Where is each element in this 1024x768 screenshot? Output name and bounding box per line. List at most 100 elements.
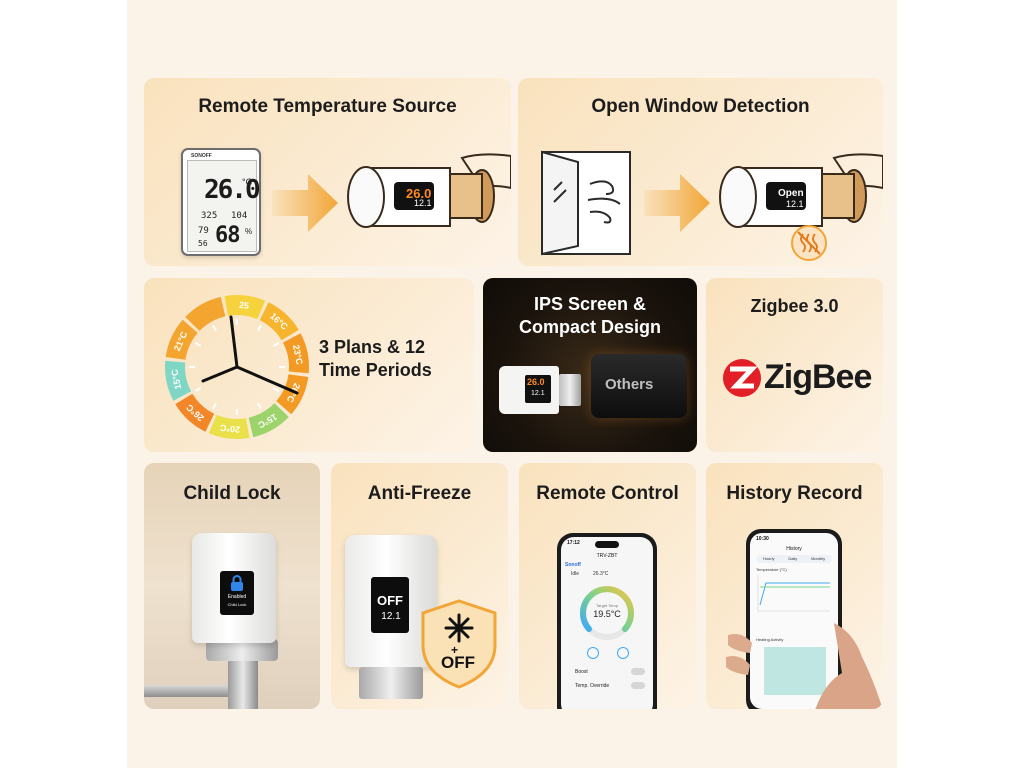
dial-hand [201, 365, 239, 383]
sonoff-valve-screen [525, 375, 551, 403]
phone-header: TRV-ZBT [596, 553, 618, 559]
remote-control-card: Remote Control 17:12 TRV-ZBT Sonoff Idle… [519, 463, 696, 709]
sensor-humidity-unit: % [245, 227, 253, 236]
history-tabs: Hourly Daily Monthly [756, 555, 832, 563]
freeze-screen-set: 12.1 [381, 611, 401, 622]
open-window-card: Open Window Detection Open 12.1 [518, 78, 883, 266]
boost-toggle[interactable] [631, 668, 645, 675]
dial-label: 20°C [219, 422, 241, 434]
phone-notch [595, 541, 619, 548]
arrow-right-icon [272, 174, 338, 232]
radiator-valve-illustration [719, 153, 883, 228]
other-valve-body [591, 354, 687, 418]
heating-chart-label: Heating Activity [756, 637, 784, 642]
radiator-pipe [144, 685, 240, 697]
dial-hand [229, 315, 239, 369]
radiator-valve-illustration [347, 153, 511, 228]
freeze-screen-off: OFF [377, 593, 403, 608]
dial-tick [212, 324, 217, 332]
sensor-humidity: 68 [215, 223, 240, 248]
target-temp-dial [580, 586, 634, 640]
lock-screen-line1: Enabled [227, 594, 247, 600]
zigbee-logo-text: ZigBee [764, 358, 872, 396]
temperature-chart-label: Temperature (°C) [756, 567, 787, 572]
sensor-brand: SONOFF [191, 153, 212, 159]
trv-display-set: 12.1 [786, 199, 804, 209]
dial-label: 15°C [169, 368, 183, 390]
app-brand: Sonoff [565, 562, 581, 568]
ips-title-line1: IPS Screen & [533, 294, 647, 314]
history-tab[interactable]: Hourly [762, 556, 775, 561]
others-label: Others [605, 376, 654, 393]
temperature-line-chart [757, 575, 830, 612]
dial-tick [212, 402, 217, 410]
ips-display-temp: 26.0 [527, 377, 545, 387]
dial-segment [248, 403, 289, 438]
dial-segment [165, 319, 198, 360]
freeze-badge-off: OFF [441, 653, 475, 672]
dial-tick [257, 402, 262, 410]
override-toggle[interactable] [631, 682, 645, 689]
hand-illustration [726, 623, 883, 709]
phone-time: 17:12 [567, 540, 580, 546]
history-title: History Record [726, 483, 863, 504]
dial-hand [235, 365, 299, 395]
freeze-badge-plus: + [451, 643, 459, 657]
remote-temperature-title: Remote Temperature Source [198, 96, 457, 117]
child-lock-title: Child Lock [183, 483, 281, 504]
sensor-small-value-1: 325 [201, 211, 218, 221]
dial-segment [276, 374, 309, 415]
dial-segment [185, 296, 226, 331]
dial-tick [272, 342, 280, 347]
zigbee-logo-icon [723, 359, 761, 397]
decrease-button[interactable] [587, 647, 599, 659]
history-tab[interactable]: Monthly [811, 556, 826, 561]
valve-screen [371, 577, 409, 633]
increase-button[interactable] [617, 647, 629, 659]
history-tab[interactable]: Daily [788, 556, 798, 561]
plans-title-line1: 3 Plans & 12 [319, 337, 426, 357]
dial-segment [175, 393, 215, 432]
freeze-shield-icon [421, 599, 497, 689]
dial-tick [257, 324, 262, 332]
target-temp-value: 19.5°C [593, 609, 621, 619]
history-card: History Record 10:30 History Hourly Dail… [706, 463, 883, 709]
phone-time: 10:30 [756, 536, 769, 542]
heating-area-chart [764, 647, 826, 695]
phone-screen: 10:30 History Hourly Daily Monthly Tempe… [750, 533, 838, 709]
dial-label: 23°C [291, 344, 305, 366]
app-current-temp: 26.3°C [593, 571, 609, 577]
anti-freeze-card: Anti-Freeze OFF 12.1 + OFF [331, 463, 508, 709]
trv-display-set: 12.1 [414, 198, 432, 208]
zigbee-title: Zigbee 3.0 [750, 296, 839, 316]
window-icon [541, 150, 631, 256]
valve-connector [359, 667, 423, 699]
sensor-hum-small-2: 56 [198, 239, 208, 248]
sonoff-valve-neck [559, 374, 581, 406]
heating-off-icon [791, 225, 827, 261]
dial-segment [165, 360, 192, 401]
dial-tick [272, 387, 280, 392]
sensor-temperature: 26.0 [204, 175, 261, 205]
dial-segment [224, 295, 266, 320]
sensor-small-value-2: 104 [231, 211, 248, 221]
sensor-temp-unit: °C [242, 177, 253, 187]
remote-temperature-card: Remote Temperature Source SONOFF 26.0 °C… [144, 78, 511, 266]
ips-title-line2: Compact Design [518, 317, 662, 337]
dial-label: 25 [238, 300, 249, 311]
valve-connector [206, 639, 278, 661]
lock-screen-line2: Child Lock [227, 602, 247, 607]
dial-segment [282, 333, 309, 374]
dial-tick [194, 387, 202, 392]
boost-row-label: Boost [575, 669, 588, 675]
lock-icon [231, 575, 243, 591]
arrow-right-icon [644, 174, 710, 232]
phone-header: History [786, 546, 802, 552]
dial-segment [208, 414, 250, 439]
remote-control-title: Remote Control [536, 483, 679, 504]
phone-screen: 17:12 TRV-ZBT Sonoff Idle 26.3°C Target … [561, 537, 653, 709]
anti-freeze-title: Anti-Freeze [367, 483, 472, 504]
target-temp-label: Target Temp [596, 603, 618, 608]
